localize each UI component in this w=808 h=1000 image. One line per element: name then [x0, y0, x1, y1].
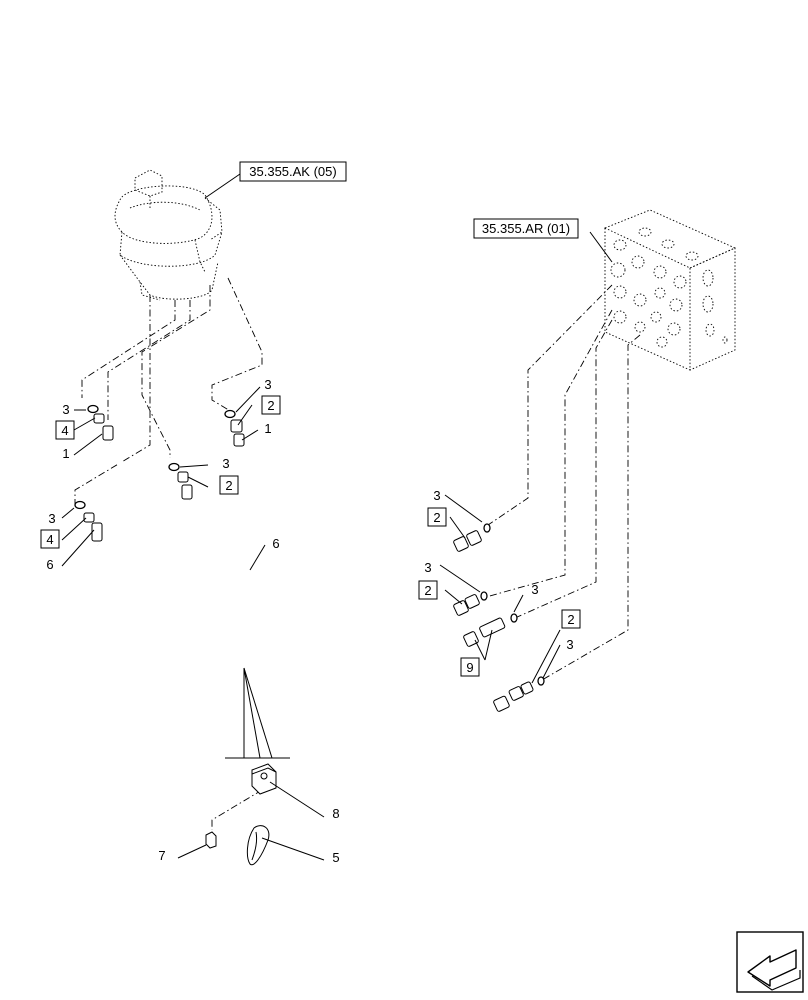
callout-number: 7 [158, 848, 165, 863]
callout-box [418, 580, 438, 600]
callout-number: 2 [433, 510, 440, 525]
callout-box [460, 657, 480, 677]
callout-boxed-2[interactable]: 2 [219, 475, 239, 495]
callout-box [561, 609, 581, 629]
next-arrow-icon[interactable] [736, 931, 804, 993]
callout-3[interactable]: 3 [48, 511, 55, 526]
control-valve-block [603, 209, 737, 371]
callout-box [261, 395, 281, 415]
callout-number: 2 [424, 583, 431, 598]
callout-number: 9 [466, 660, 473, 675]
callout-boxed-2[interactable]: 2 [561, 609, 581, 629]
callout-number: 8 [332, 806, 339, 821]
callout-7[interactable]: 7 [158, 848, 165, 863]
callout-box [40, 529, 60, 549]
callout-number: 2 [267, 398, 274, 413]
callout-boxed-9[interactable]: 9 [460, 657, 480, 677]
callout-number: 5 [332, 850, 339, 865]
reference-text: 35.355.AK (05) [249, 164, 336, 179]
callout-number: 2 [225, 478, 232, 493]
fittings [74, 404, 545, 712]
callout-box [427, 507, 447, 527]
joystick-control-valve [114, 169, 223, 301]
hose-clamp-assembly [205, 667, 290, 866]
callout-number: 3 [264, 377, 271, 392]
hydraulic-hoses [96, 442, 499, 712]
part-callouts: 3 4 1 3 4 6 3 2 1 3 2 6 3 2 3 2 3 9 2 3 8 7 5 [40, 377, 581, 865]
callout-6[interactable]: 6 [272, 536, 279, 551]
callout-number: 4 [46, 532, 53, 547]
callout-3[interactable]: 3 [222, 456, 229, 471]
callout-3[interactable]: 3 [531, 582, 538, 597]
reference-text: 35.355.AR (01) [482, 221, 570, 236]
callout-boxed-2[interactable]: 2 [427, 507, 447, 527]
callout-5[interactable]: 5 [332, 850, 339, 865]
callout-number: 3 [222, 456, 229, 471]
callout-1[interactable]: 1 [62, 446, 69, 461]
callout-boxed-2[interactable]: 2 [261, 395, 281, 415]
callout-leaders [61, 173, 613, 861]
reference-label-valve[interactable]: 35.355.AR (01) [473, 218, 579, 239]
callout-number: 3 [566, 637, 573, 652]
callout-3[interactable]: 3 [566, 637, 573, 652]
callout-3[interactable]: 3 [433, 488, 440, 503]
callout-boxed-4[interactable]: 4 [40, 529, 60, 549]
callout-number: 3 [48, 511, 55, 526]
callout-boxed-2[interactable]: 2 [418, 580, 438, 600]
reference-label-joystick[interactable]: 35.355.AK (05) [239, 161, 347, 182]
callout-number: 3 [62, 402, 69, 417]
callout-number: 3 [424, 560, 431, 575]
callout-8[interactable]: 8 [332, 806, 339, 821]
callout-number: 1 [62, 446, 69, 461]
callout-box [219, 475, 239, 495]
callout-3[interactable]: 3 [62, 402, 69, 417]
callout-boxed-4[interactable]: 4 [55, 420, 75, 440]
callout-1[interactable]: 1 [264, 421, 271, 436]
callout-number: 3 [433, 488, 440, 503]
callout-3[interactable]: 3 [264, 377, 271, 392]
callout-6[interactable]: 6 [46, 557, 53, 572]
callout-number: 3 [531, 582, 538, 597]
callout-number: 1 [264, 421, 271, 436]
callout-number: 6 [272, 536, 279, 551]
callout-box [55, 420, 75, 440]
connection-center-lines [74, 277, 641, 830]
callout-number: 6 [46, 557, 53, 572]
callout-3[interactable]: 3 [424, 560, 431, 575]
callout-number: 2 [567, 612, 574, 627]
callout-number: 4 [61, 423, 68, 438]
